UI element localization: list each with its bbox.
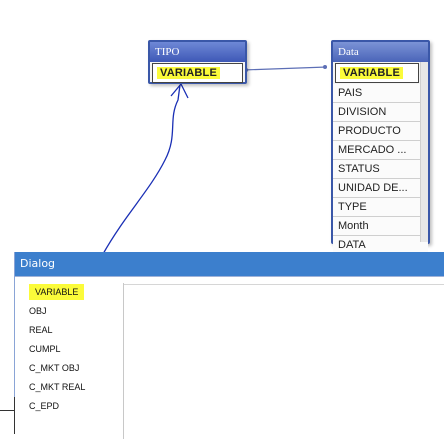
tipo-table-title: TIPO (150, 42, 245, 62)
data-field-unidad[interactable]: UNIDAD DE... (333, 179, 428, 198)
dialog-body: VARIABLE OBJ REAL CUMPL C_MKT OBJ C_MKT … (15, 276, 444, 439)
data-table[interactable]: Data VARIABLE PAIS DIVISION PRODUCTO MER… (331, 40, 430, 255)
hand-drawn-arrow (102, 84, 181, 255)
data-table-title: Data (333, 42, 428, 62)
dialog-item-c-mkt-obj[interactable]: C_MKT OBJ (29, 363, 80, 373)
dialog-item-real[interactable]: REAL (29, 325, 53, 335)
tipo-table[interactable]: TIPO VARIABLE (148, 40, 247, 84)
field-label: VARIABLE (157, 67, 221, 79)
dialog-item-c-epd[interactable]: C_EPD (29, 401, 60, 411)
dialog-title: Dialog (15, 252, 444, 276)
data-field-division[interactable]: DIVISION (333, 103, 428, 122)
dialog-divider (123, 284, 444, 285)
edge-line (14, 397, 15, 434)
dialog-item-c-mkt-real[interactable]: C_MKT REAL (29, 382, 86, 392)
connector-end-right (323, 65, 327, 69)
dialog-list[interactable]: VARIABLE OBJ REAL CUMPL C_MKT OBJ C_MKT … (15, 283, 124, 439)
data-field-variable[interactable]: VARIABLE (335, 63, 419, 83)
data-field-type[interactable]: TYPE (333, 198, 428, 217)
tipo-field-variable[interactable]: VARIABLE (152, 63, 243, 83)
data-field-mercado[interactable]: MERCADO ... (333, 141, 428, 160)
dialog-item-variable[interactable]: VARIABLE (15, 283, 123, 302)
dialog-item-obj[interactable]: OBJ (29, 306, 47, 316)
data-field-pais[interactable]: PAIS (333, 84, 428, 103)
dialog-window[interactable]: Dialog VARIABLE OBJ REAL CUMPL C_MKT OBJ… (14, 252, 444, 439)
dialog-item-cumpl[interactable]: CUMPL (29, 344, 61, 354)
data-field-month[interactable]: Month (333, 217, 428, 236)
item-label: VARIABLE (29, 284, 85, 300)
edge-tick (0, 410, 14, 411)
data-table-scrollbar[interactable] (420, 62, 428, 242)
data-field-producto[interactable]: PRODUCTO (333, 122, 428, 141)
data-field-status[interactable]: STATUS (333, 160, 428, 179)
hand-drawn-arrowhead (170, 82, 189, 99)
relationship-connector (242, 66, 328, 71)
field-label: VARIABLE (340, 67, 404, 79)
